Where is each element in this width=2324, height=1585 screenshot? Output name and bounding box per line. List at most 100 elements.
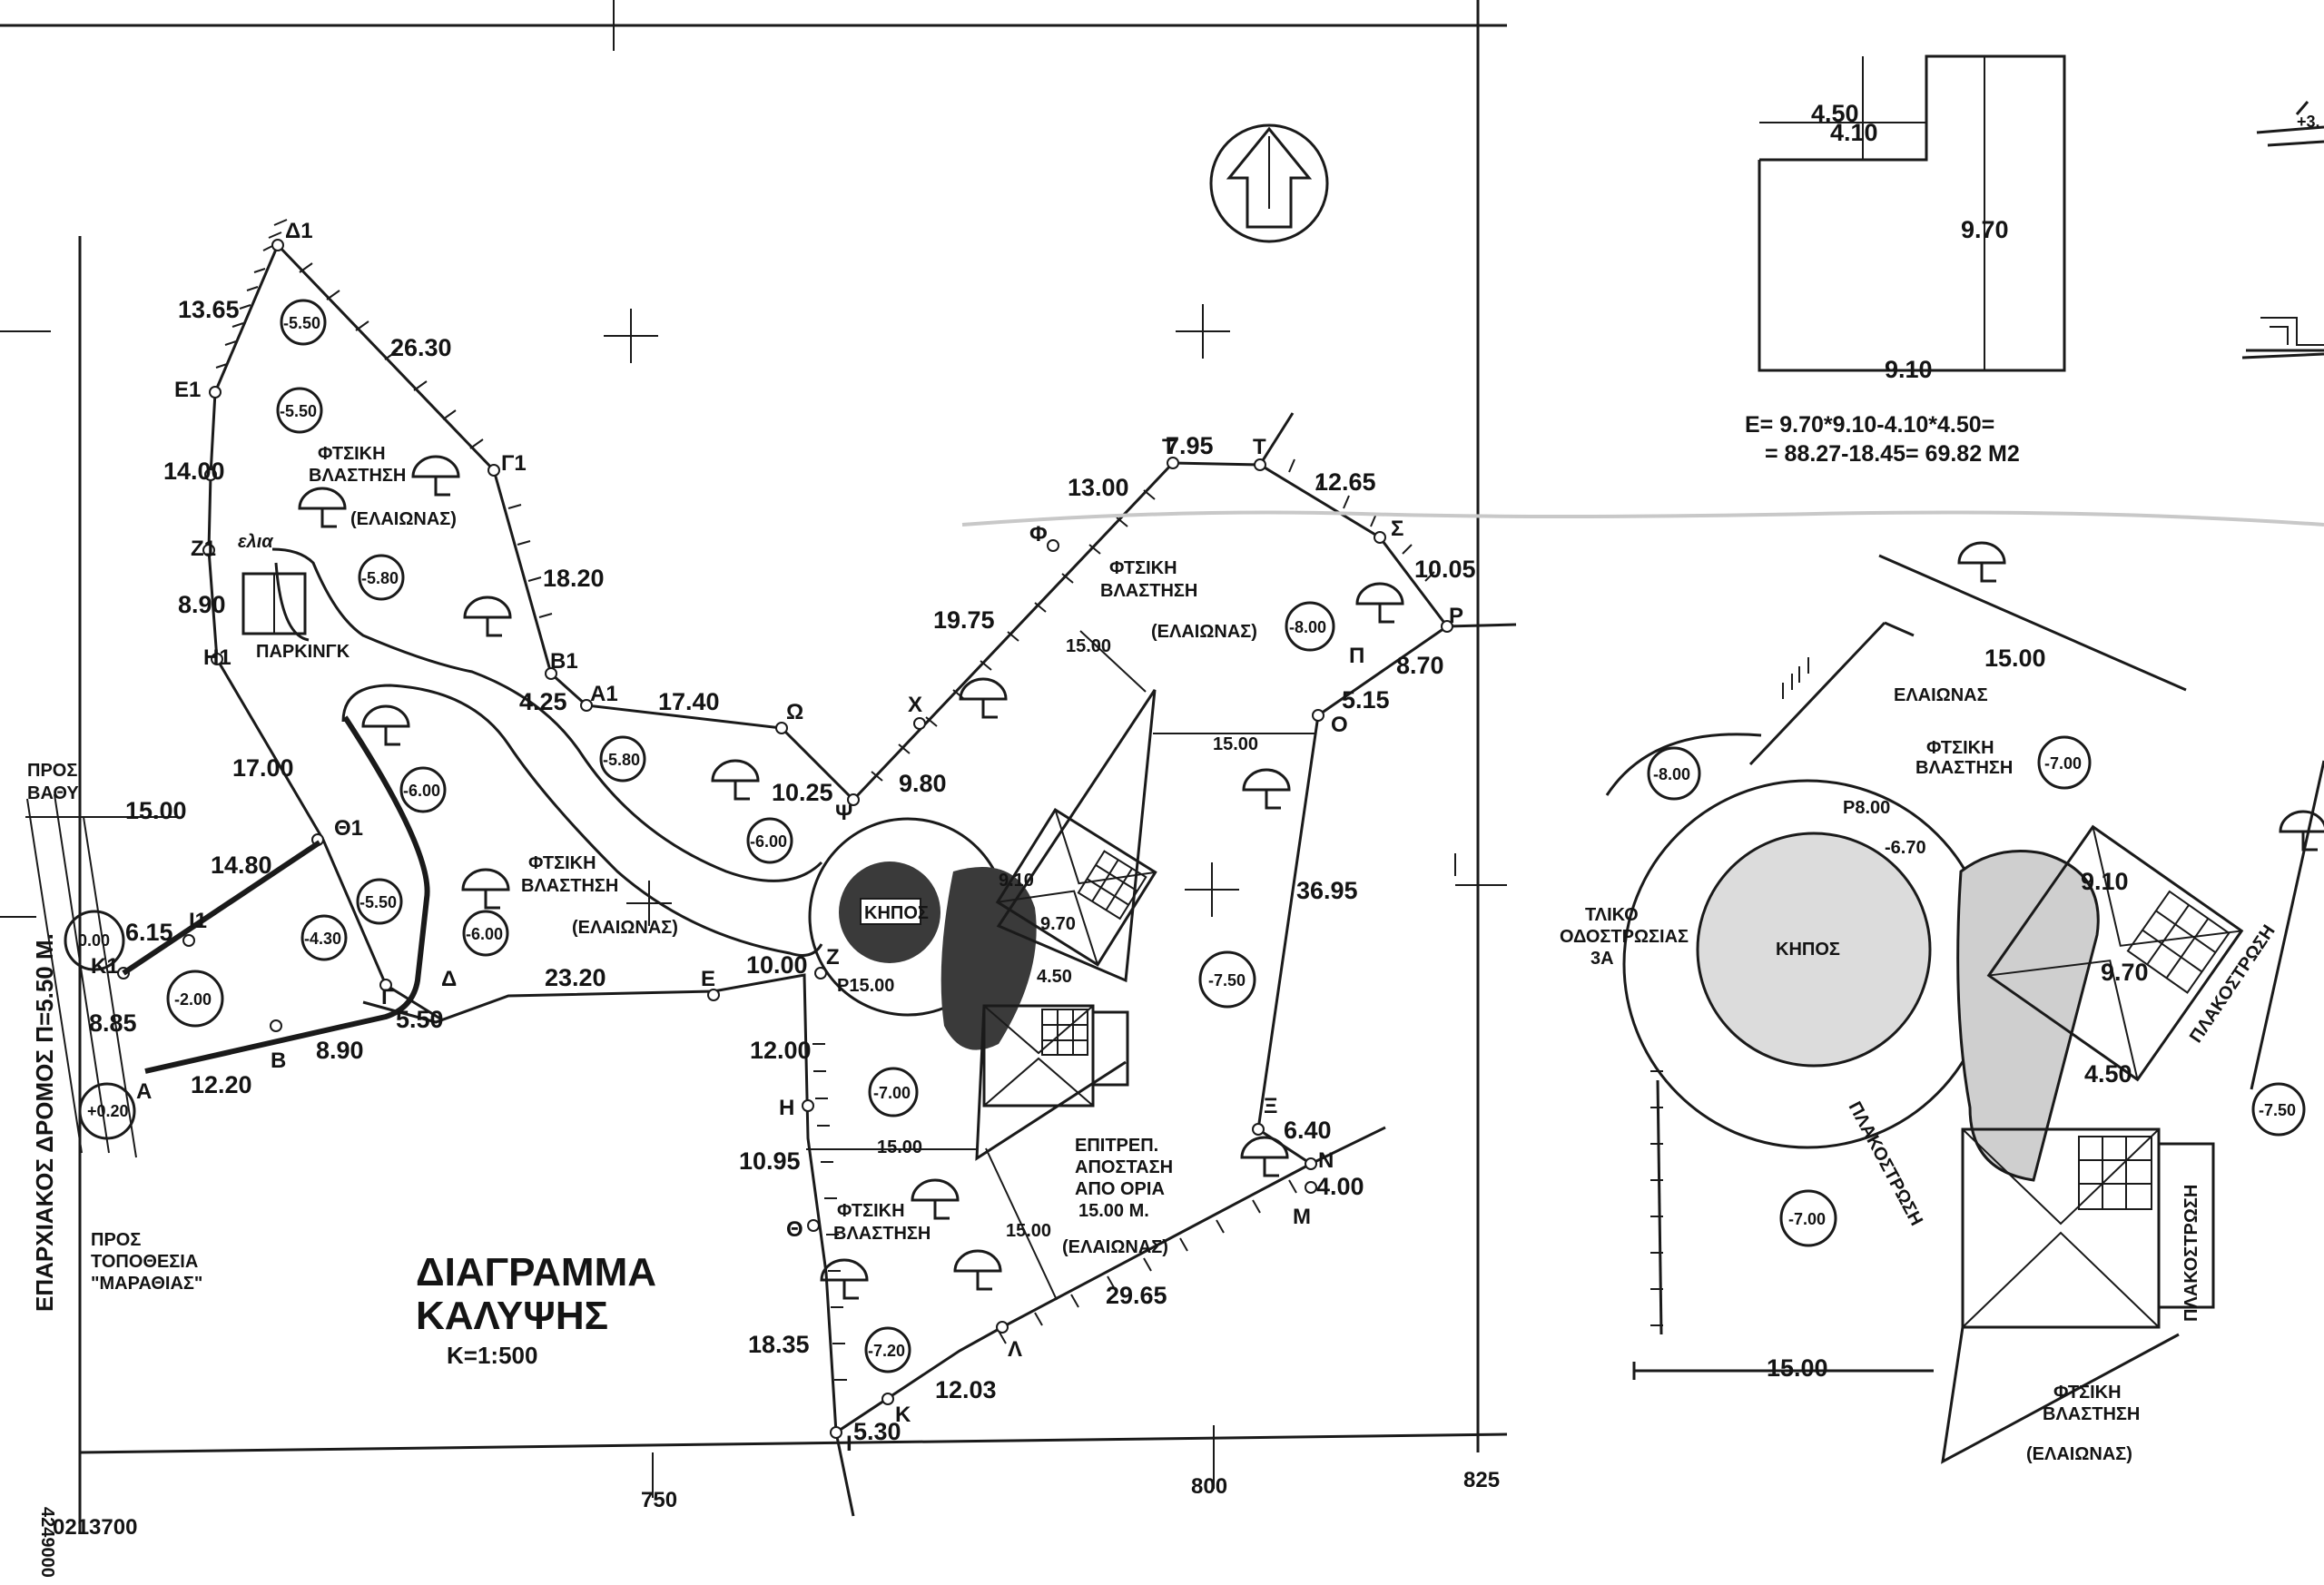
detail-elevation-2: -7.00 <box>2044 754 2082 773</box>
segment-length: 14.80 <box>211 852 272 879</box>
segment-length: 8.90 <box>178 591 226 618</box>
segment-length: 7.95 <box>1166 432 1214 459</box>
segment-length: 12.03 <box>935 1376 997 1403</box>
segment-length: 6.15 <box>125 919 173 946</box>
segment-length: 9.80 <box>899 770 947 797</box>
segment-length: 12.20 <box>191 1071 252 1098</box>
segment-length: 18.20 <box>543 565 605 592</box>
grid-label-northing: 0213700 <box>53 1515 137 1540</box>
point-label: Ρ <box>1449 604 1463 628</box>
detail-olive-label: ΕΛΑΙΩΝΑΣ <box>1894 685 1988 705</box>
point-label: Π <box>1349 644 1364 668</box>
veg-zone-3-line2: ΒΛΑΣΤΗΣΗ <box>1100 581 1197 601</box>
point-labels: Δ1 Ε1 Ζ1 Η1 Γ1 Β1 Α1 Ω Ψ Χ Φ Τ Τ Σ Ρ Π Ο… <box>91 219 1463 1456</box>
point-label: Η1 <box>203 645 231 670</box>
elevation-10: -2.00 <box>174 990 212 1009</box>
elevation-7: -6.00 <box>466 925 503 943</box>
elevation-16: -7.20 <box>868 1342 905 1360</box>
point-label: Ζ1 <box>191 537 216 561</box>
setback-note-3: ΑΠΟ ΟΡΙΑ <box>1075 1179 1165 1199</box>
elevation-13: -8.00 <box>1289 618 1326 636</box>
area-formula-line-2: = 88.27-18.45= 69.82 M2 <box>1765 441 2020 467</box>
segment-length: 5.15 <box>1342 686 1390 714</box>
segment-length: 23.20 <box>545 964 606 991</box>
building-dimension: 9.10 <box>999 871 1034 891</box>
towards-bottom-3: "ΜΑΡΑΘΙΑΣ" <box>91 1274 202 1294</box>
setback-note-1: ΕΠΙΤΡΕΠ. <box>1075 1136 1158 1156</box>
detail-dim: -6.70 <box>1885 838 1926 858</box>
point-label: Θ <box>786 1217 803 1242</box>
point-label: Ε <box>701 967 715 991</box>
point-label: Λ <box>1008 1337 1022 1362</box>
point-label: Ι <box>846 1432 852 1456</box>
detail-elevation-1: -8.00 <box>1653 765 1690 783</box>
elevation-1: -5.50 <box>283 314 320 332</box>
building-dimension: 9.70 <box>1040 914 1076 934</box>
scale-label: K=1:500 <box>447 1342 537 1369</box>
segment-length: 15.00 <box>125 797 187 824</box>
segment-length: 17.00 <box>232 754 294 782</box>
point-label: Ε1 <box>174 378 201 402</box>
section-fragments: +3. <box>2241 101 2324 359</box>
setback-note-5: (ΕΛΑΙΩΝΑΣ) <box>1062 1237 1168 1257</box>
veg-zone-2-line1: ΦΤΣΙΚΗ <box>528 853 596 873</box>
drawing-title: ΔΙΑΓΡΑΜΜΑ ΚΑΛΥΨΗΣ K=1:500 <box>416 1250 656 1369</box>
detail-dim: 15.00 <box>1767 1354 1828 1382</box>
segment-length: 5.50 <box>396 1006 444 1033</box>
elevation-8: -5.50 <box>359 893 397 911</box>
segment-length: 14.00 <box>163 458 225 485</box>
segment-length: 8.85 <box>89 1009 137 1037</box>
point-label: Κ <box>895 1403 911 1427</box>
point-label: Τ <box>1162 435 1176 459</box>
segment-length: 12.65 <box>1315 468 1376 496</box>
towards-bottom-2: ΤΟΠΟΘΕΣΙΑ <box>91 1252 198 1272</box>
segment-length: 10.05 <box>1414 556 1476 583</box>
title-line-2: ΚΑΛΥΨΗΣ <box>416 1294 608 1338</box>
elevation-6: -6.00 <box>750 832 787 851</box>
elevation-2: -5.50 <box>280 402 317 420</box>
point-label: Ω <box>786 700 803 724</box>
veg-zone-2-line2: ΒΛΑΣΤΗΣΗ <box>521 876 618 896</box>
point-label: Β1 <box>550 649 578 674</box>
area-dim-1: 4.10 <box>1830 119 1878 146</box>
detail-paving-label-1: ΠΛΑΚΟΣΤΡΩΣΗ <box>1845 1098 1926 1229</box>
point-label: Μ <box>1293 1205 1311 1229</box>
detail-dim: 9.70 <box>2101 959 2149 986</box>
detail-veg-bottom-2: ΒΛΑΣΤΗΣΗ <box>2043 1404 2140 1424</box>
detail-garden-label: ΚΗΠΟΣ <box>1776 940 1840 960</box>
building-lower <box>982 1004 1129 1108</box>
setback-dimension: 15.00 <box>1066 636 1111 656</box>
segment-length: 18.35 <box>748 1331 810 1358</box>
point-label: Γ <box>381 985 395 1009</box>
segment-length: 29.65 <box>1106 1282 1167 1309</box>
segment-length: 36.95 <box>1296 877 1358 904</box>
detail-road-finish-2: ΟΔΟΣΤΡΩΣΙΑΣ <box>1560 927 1689 947</box>
vegetation-labels: ΦΤΣΙΚΗ ΒΛΑΣΤΗΣΗ (ΕΛΑΙΩΝΑΣ) ΦΤΣΙΚΗ ΒΛΑΣΤΗ… <box>309 444 1257 1244</box>
setback-dimension: 15.00 <box>1213 734 1258 754</box>
segment-length: 4.25 <box>519 688 567 715</box>
provincial-road: ΕΠΑΡΧΙΑΚΟΣ ΔΡΟΜΟΣ Π=5.50 Μ. ΠΡΟΣ ΒΑΘΥ ΠΡ… <box>25 715 430 1312</box>
point-label: Τ <box>1253 435 1266 459</box>
detail-dim: 9.10 <box>2081 868 2129 895</box>
setback-dimension: 15.00 <box>1006 1221 1051 1241</box>
olive-note: ελια <box>238 532 274 552</box>
segment-length: 26.30 <box>390 334 452 361</box>
garden-roundabout: ΚΗΠΟΣ <box>808 817 1037 1050</box>
grid-label-750: 750 <box>641 1488 677 1512</box>
grid-label-easting: 4249000 <box>37 1507 57 1578</box>
area-dim-4: 9.10 <box>1885 356 1933 383</box>
segment-length: 8.70 <box>1396 652 1444 679</box>
point-label: Ο <box>1331 713 1348 737</box>
setback-dimension: 15.00 <box>877 1137 922 1157</box>
elevation-9: -4.30 <box>304 930 341 948</box>
point-label: Γ1 <box>501 451 527 476</box>
veg-zone-2-line3: (ΕΛΑΙΩΝΑΣ) <box>572 918 678 938</box>
point-label: Α1 <box>590 682 618 706</box>
grid-coordinate-labels: 750 800 825 0213700 4249000 <box>37 1468 1500 1578</box>
elevation-11: 0.00 <box>78 931 110 950</box>
detail-paving-label-3: ΠΛΑΚΟΣΤΡΩΣΗ <box>2181 1185 2201 1322</box>
area-dim-3: 9.70 <box>1961 216 2009 243</box>
detail-veg-bottom-1: ΦΤΣΙΚΗ <box>2053 1383 2122 1403</box>
veg-zone-3-line3: (ΕΛΑΙΩΝΑΣ) <box>1151 622 1257 642</box>
detail-dim: P8.00 <box>1843 798 1890 818</box>
